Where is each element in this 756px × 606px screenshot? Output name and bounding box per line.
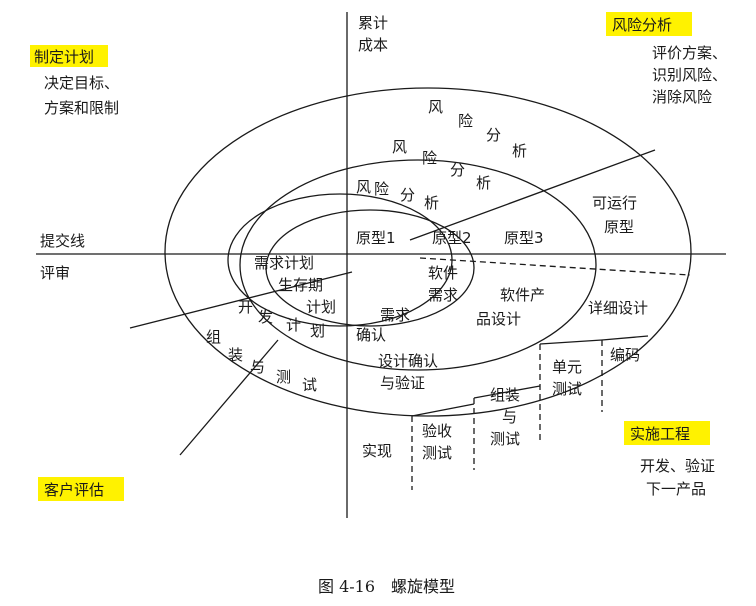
unit-test-1: 单元 xyxy=(552,358,582,376)
submit-line-label: 提交线 xyxy=(40,232,85,250)
cap-unit xyxy=(539,339,603,345)
dev-plan-1: 开 xyxy=(238,298,253,316)
plan-line-1: 决定目标、 xyxy=(44,74,119,92)
cap-code xyxy=(601,335,649,341)
design-confirm-2: 与验证 xyxy=(380,374,425,392)
cap-accept xyxy=(411,403,475,417)
dev-plan-3: 计 xyxy=(286,316,301,334)
risk-middle-2: 险 xyxy=(422,149,437,167)
risk-boundary-line xyxy=(409,149,656,241)
impl-title: 实施工程 xyxy=(630,425,690,443)
req-confirm-2: 确认 xyxy=(356,326,386,344)
review-label: 评审 xyxy=(40,264,70,282)
risk-middle-3: 分 xyxy=(450,161,465,179)
plan-line-2: 方案和限制 xyxy=(44,99,119,117)
runnable-prototype-1: 可运行 xyxy=(592,194,637,212)
risk-outer-3: 分 xyxy=(486,126,501,144)
risk-middle-1: 风 xyxy=(392,138,407,156)
coding: 编码 xyxy=(610,346,640,364)
req-confirm-1: 需求 xyxy=(380,306,410,324)
accept-test-2: 测试 xyxy=(422,444,452,462)
risk-outer-4: 析 xyxy=(512,142,527,160)
software-req-2: 需求 xyxy=(428,286,458,304)
highlight-eval xyxy=(38,477,124,501)
highlight-risk xyxy=(606,12,692,36)
impl-line-2: 下一产品 xyxy=(646,480,706,498)
integ-plan-1: 组 xyxy=(206,328,221,346)
risk-inner-1: 风 xyxy=(356,178,371,196)
highlight-impl xyxy=(624,421,710,445)
product-design-2: 品设计 xyxy=(476,310,521,328)
accept-test-1: 验收 xyxy=(422,422,452,440)
figure-caption: 图 4-16 螺旋模型 xyxy=(318,577,455,596)
integ-test-2: 与 xyxy=(502,408,517,426)
eval-title: 客户评估 xyxy=(44,481,104,499)
risk-outer-1: 风 xyxy=(428,98,443,116)
spiral-outer-ellipse xyxy=(164,87,692,417)
risk-line-2: 识别风险、 xyxy=(652,66,727,84)
integ-plan-3: 与 xyxy=(250,358,265,376)
risk-line-1: 评价方案、 xyxy=(652,44,727,62)
prototype-2: 原型2 xyxy=(432,229,472,247)
risk-inner-3: 分 xyxy=(400,186,415,204)
highlight-plan xyxy=(30,45,108,67)
dev-plan-4: 划 xyxy=(310,322,325,340)
spiral-middle-ellipse xyxy=(239,159,597,371)
risk-inner-2: 险 xyxy=(374,180,389,198)
software-req-1: 软件 xyxy=(428,264,458,282)
cost-label-1: 累计 xyxy=(358,14,388,32)
engineering-dashed-line xyxy=(419,257,691,276)
life-plan-3: 计划 xyxy=(306,298,336,316)
integ-plan-5: 试 xyxy=(302,376,317,394)
integ-test-1: 组装 xyxy=(490,386,520,404)
integ-test-3: 测试 xyxy=(490,430,520,448)
life-plan-1: 需求计划 xyxy=(254,254,314,272)
evaluation-diagonal-line xyxy=(129,271,353,329)
risk-inner-4: 析 xyxy=(424,194,439,212)
plan-title: 制定计划 xyxy=(34,48,94,66)
dev-plan-2: 发 xyxy=(258,308,273,326)
prototype-3: 原型3 xyxy=(504,229,544,247)
integ-plan-4: 测 xyxy=(276,368,291,386)
runnable-prototype-2: 原型 xyxy=(604,218,634,236)
design-confirm-1: 设计确认 xyxy=(378,352,438,370)
unit-test-2: 测试 xyxy=(552,380,582,398)
risk-title: 风险分析 xyxy=(612,16,672,34)
implementation: 实现 xyxy=(362,442,392,460)
life-plan-2: 生存期 xyxy=(278,276,323,294)
cap-integ xyxy=(473,385,541,399)
customer-diagonal-line xyxy=(179,339,279,456)
risk-outer-2: 险 xyxy=(458,112,473,130)
risk-middle-4: 析 xyxy=(476,174,491,192)
prototype-1: 原型1 xyxy=(356,229,396,247)
spiral-inner-ellipse xyxy=(265,209,475,327)
impl-line-1: 开发、验证 xyxy=(640,457,715,475)
integ-plan-2: 装 xyxy=(228,346,243,364)
risk-line-3: 消除风险 xyxy=(652,88,712,106)
product-design-1: 软件产 xyxy=(500,286,545,304)
detailed-design: 详细设计 xyxy=(588,299,648,317)
cost-label-2: 成本 xyxy=(358,36,388,54)
